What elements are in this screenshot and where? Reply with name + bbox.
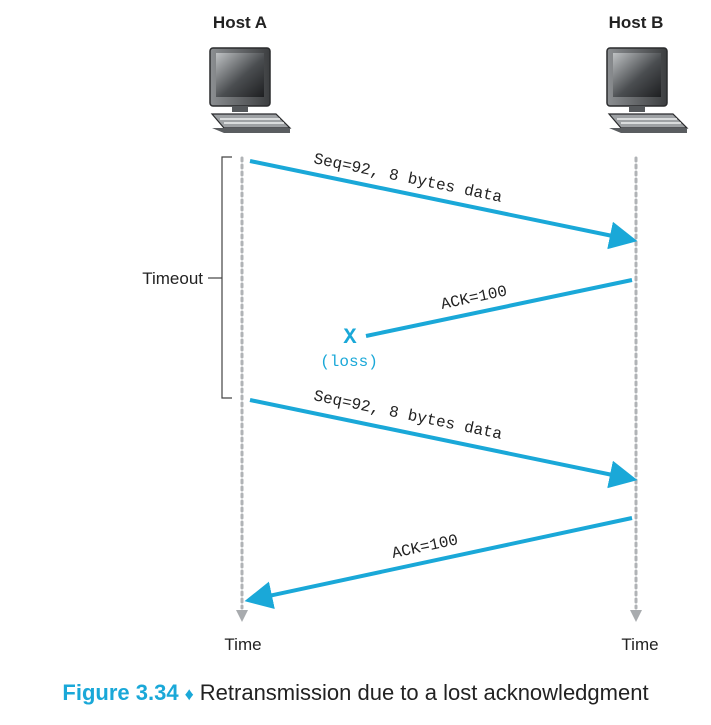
host-a-label: Host A <box>213 13 267 32</box>
segment-arrow-1 <box>249 159 638 250</box>
host-a-time-arrow-icon <box>236 610 248 622</box>
loss-mark: X <box>343 325 357 350</box>
host-b-time-arrow-icon <box>630 610 642 622</box>
caption-separator: ♦ <box>184 684 194 704</box>
segment-arrow-2 <box>249 398 638 489</box>
segment-label-2: Seq=92, 8 bytes data <box>312 387 504 444</box>
ack-arrow-lost <box>365 278 633 338</box>
host-b-time-label: Time <box>621 635 658 654</box>
host-a-time-label: Time <box>224 635 261 654</box>
computer-icon <box>209 47 292 133</box>
figure-caption: Figure 3.34♦Retransmission due to a lost… <box>0 680 711 706</box>
timeout-label: Timeout <box>142 269 203 288</box>
timeout-bracket <box>221 156 232 399</box>
caption-text: Retransmission due to a lost acknowledgm… <box>199 680 649 705</box>
computer-icon <box>606 47 689 133</box>
loss-label: (loss) <box>320 353 378 371</box>
host-b-label: Host B <box>609 13 664 32</box>
ack-arrow-2 <box>244 516 633 609</box>
figure-number: Figure 3.34 <box>62 680 179 705</box>
